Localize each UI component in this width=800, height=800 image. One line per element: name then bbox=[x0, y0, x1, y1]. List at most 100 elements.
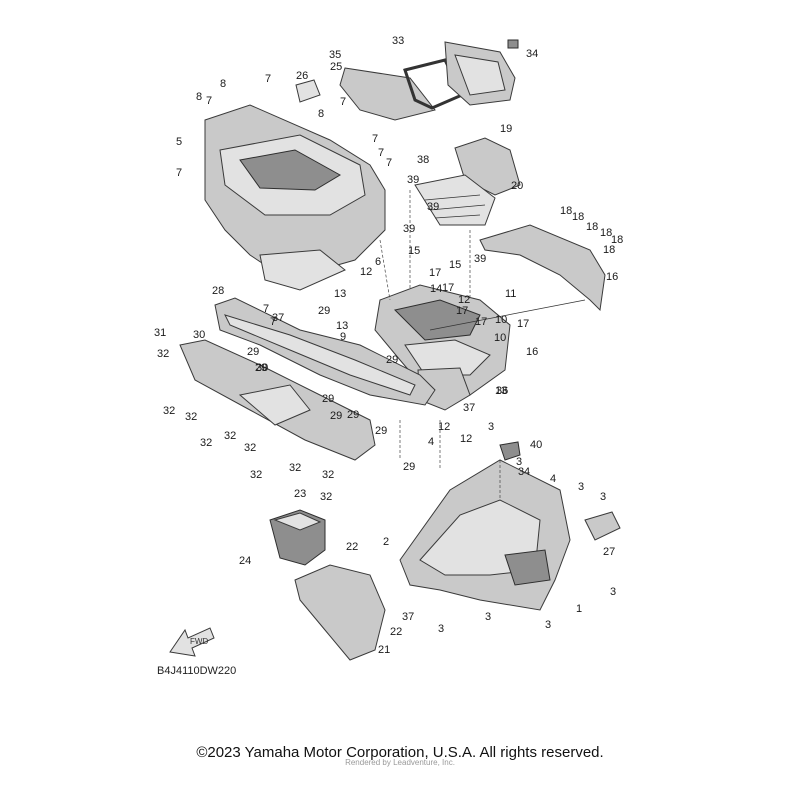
callout-3: 3 bbox=[438, 623, 444, 635]
callout-32: 32 bbox=[250, 469, 262, 481]
callout-18: 18 bbox=[560, 205, 572, 217]
callout-35: 35 bbox=[329, 49, 341, 61]
callout-16: 16 bbox=[526, 346, 538, 358]
callout-9: 9 bbox=[340, 331, 346, 343]
callout-17: 17 bbox=[442, 282, 454, 294]
callout-19: 19 bbox=[500, 123, 512, 135]
callout-23: 23 bbox=[294, 488, 306, 500]
callout-3: 3 bbox=[485, 611, 491, 623]
callout-8: 8 bbox=[220, 78, 226, 90]
center-frame-assembly bbox=[374, 284, 511, 411]
callout-26: 26 bbox=[296, 70, 308, 82]
callout-32: 32 bbox=[185, 411, 197, 423]
part-27-plate bbox=[584, 511, 621, 541]
callout-18: 18 bbox=[586, 221, 598, 233]
callout-28: 28 bbox=[212, 285, 224, 297]
part-40-bracket bbox=[499, 441, 521, 461]
part-26-bracket bbox=[295, 79, 321, 103]
callout-15: 15 bbox=[449, 259, 461, 271]
callout-39: 39 bbox=[407, 174, 419, 186]
callout-2: 2 bbox=[383, 536, 389, 548]
callout-32: 32 bbox=[200, 437, 212, 449]
callout-3: 3 bbox=[578, 481, 584, 493]
callout-22: 22 bbox=[390, 626, 402, 638]
callout-10: 10 bbox=[495, 314, 507, 326]
callout-13: 13 bbox=[495, 385, 507, 397]
callout-7: 7 bbox=[372, 133, 378, 145]
callout-4: 4 bbox=[550, 473, 556, 485]
callout-21: 21 bbox=[378, 644, 390, 656]
part-5-rear-tray bbox=[204, 104, 386, 291]
callout-4: 4 bbox=[428, 436, 434, 448]
callout-32: 32 bbox=[157, 348, 169, 360]
callout-40: 40 bbox=[530, 439, 542, 451]
callout-7: 7 bbox=[386, 157, 392, 169]
callout-36: 36 bbox=[496, 385, 508, 397]
callout-11: 11 bbox=[505, 288, 516, 300]
callout-32: 32 bbox=[163, 405, 175, 417]
callout-18: 18 bbox=[572, 211, 584, 223]
callout-37: 37 bbox=[463, 402, 475, 414]
callout-29: 29 bbox=[386, 354, 398, 366]
part-21-corner-panel bbox=[294, 564, 386, 661]
callout-29: 29 bbox=[330, 410, 342, 422]
callout-12: 12 bbox=[460, 433, 472, 445]
callout-25: 25 bbox=[330, 61, 342, 73]
callout-1: 1 bbox=[576, 603, 582, 615]
callout-33: 33 bbox=[392, 35, 404, 47]
callout-12: 12 bbox=[360, 266, 372, 278]
callout-10: 10 bbox=[494, 332, 506, 344]
callout-29: 29 bbox=[322, 393, 334, 405]
callout-16: 16 bbox=[606, 271, 618, 283]
callout-31: 31 bbox=[154, 327, 166, 339]
callout-8: 8 bbox=[196, 91, 202, 103]
callout-7: 7 bbox=[263, 303, 269, 315]
callout-29: 29 bbox=[375, 425, 387, 437]
part-19-box bbox=[414, 137, 521, 226]
callout-39: 39 bbox=[474, 253, 486, 265]
callout-7: 7 bbox=[265, 73, 271, 85]
callout-32: 32 bbox=[224, 430, 236, 442]
callout-37: 37 bbox=[272, 312, 284, 324]
callout-32: 32 bbox=[244, 442, 256, 454]
callout-34: 34 bbox=[526, 48, 538, 60]
callout-20: 20 bbox=[511, 180, 523, 192]
callout-7: 7 bbox=[270, 316, 276, 328]
callout-3: 3 bbox=[610, 586, 616, 598]
callout-3: 3 bbox=[518, 466, 524, 478]
callout-12: 12 bbox=[438, 421, 450, 433]
callout-39: 39 bbox=[403, 223, 415, 235]
callout-8: 8 bbox=[318, 108, 324, 120]
callout-3: 3 bbox=[600, 491, 606, 503]
callout-38: 38 bbox=[417, 154, 429, 166]
part-31-side-panel bbox=[179, 339, 376, 461]
fwd-label: FWD bbox=[190, 637, 208, 646]
callout-24: 24 bbox=[239, 555, 251, 567]
callout-5: 5 bbox=[176, 136, 182, 148]
part-1-floor-tub bbox=[399, 459, 571, 611]
part-23-pad bbox=[269, 509, 326, 566]
callout-3: 3 bbox=[516, 456, 522, 468]
rendered-by-credit: Rendered by Leadventure, Inc. bbox=[345, 758, 455, 767]
callout-18: 18 bbox=[611, 234, 623, 246]
callout-7: 7 bbox=[378, 147, 384, 159]
callout-29: 29 bbox=[318, 305, 330, 317]
callout-32: 32 bbox=[320, 491, 332, 503]
callout-37: 37 bbox=[402, 611, 414, 623]
callout-39: 39 bbox=[427, 201, 439, 213]
callout-32: 32 bbox=[289, 462, 301, 474]
fwd-arrow-icon: FWD bbox=[169, 627, 215, 657]
part-25-cover-panel bbox=[339, 67, 436, 121]
callout-22: 22 bbox=[346, 541, 358, 553]
callout-3: 3 bbox=[488, 421, 494, 433]
callout-labels: 1233333333344456777777777888910101112121… bbox=[154, 35, 623, 656]
callout-30: 30 bbox=[256, 362, 268, 374]
callout-14: 14 bbox=[430, 283, 442, 295]
alignment-lines bbox=[379, 190, 586, 500]
callout-18: 18 bbox=[600, 227, 612, 239]
callout-17: 17 bbox=[517, 318, 529, 330]
callout-29: 29 bbox=[347, 409, 359, 421]
callout-17: 17 bbox=[475, 316, 487, 328]
part-16-trim bbox=[479, 224, 606, 312]
